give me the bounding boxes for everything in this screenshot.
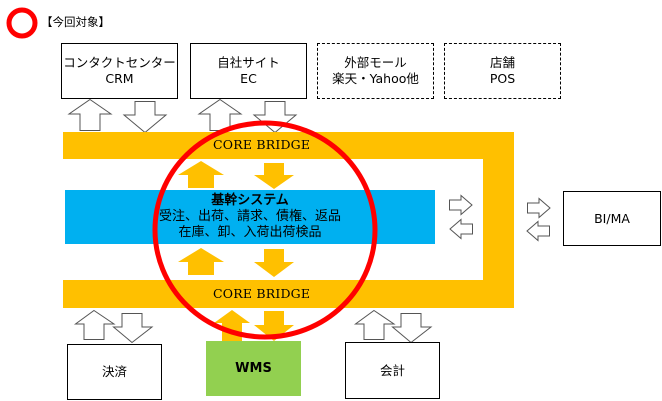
pos-line1: 店舗 bbox=[489, 55, 515, 70]
ec-line1: 自社サイト bbox=[217, 55, 280, 70]
core-system-title: 基幹システム bbox=[211, 193, 289, 208]
crm-line2: CRM bbox=[105, 71, 134, 86]
core-left-arrow-icon bbox=[449, 218, 473, 240]
crm-line1: コンタクトセンター bbox=[63, 55, 176, 70]
crm-box: コンタクトセンター CRM bbox=[61, 43, 178, 99]
accounting-up-arrow-icon bbox=[353, 309, 396, 340]
pos-line2: POS bbox=[489, 71, 516, 86]
core-system-line1: 受注、出荷、請求、債権、返品 bbox=[158, 209, 341, 224]
accounting-box: 会計 bbox=[345, 342, 440, 399]
bima-left-arrow-icon bbox=[526, 220, 550, 242]
payment-down-arrow-icon bbox=[112, 313, 154, 344]
payment-box: 決済 bbox=[67, 344, 162, 400]
core-down-arrow-lower-icon bbox=[254, 249, 294, 277]
crm-up-arrow-icon bbox=[67, 98, 113, 131]
ec-line2: EC bbox=[240, 71, 257, 86]
bima-right-arrow-icon bbox=[527, 197, 551, 219]
bima-label: BI/MA bbox=[594, 210, 630, 226]
mall-line2: 楽天・Yahoo他 bbox=[332, 71, 419, 86]
highlight-circle bbox=[152, 120, 378, 340]
core-up-arrow-upper-icon bbox=[178, 161, 224, 188]
core-bridge-right-bar bbox=[483, 132, 514, 308]
pos-box: 店舗 POS bbox=[444, 43, 561, 99]
legend-label: 【今回対象】 bbox=[41, 15, 110, 29]
bima-box: BI/MA bbox=[563, 191, 661, 246]
core-system-line2: 在庫、卸、入荷出荷検品 bbox=[178, 225, 322, 240]
accounting-label: 会計 bbox=[379, 362, 405, 378]
wms-down-arrow-icon bbox=[254, 311, 294, 341]
mall-line1: 外部モール bbox=[344, 55, 407, 70]
core-bridge-top-bar bbox=[63, 132, 514, 159]
core-bridge-bottom-bar bbox=[63, 280, 514, 308]
legend-circle-icon bbox=[6, 7, 38, 39]
core-bridge-top-label: CORE BRIDGE bbox=[213, 137, 311, 152]
wms-box: WMS bbox=[206, 341, 301, 396]
core-up-arrow-lower-icon bbox=[178, 248, 224, 275]
wms-label: WMS bbox=[235, 361, 272, 376]
payment-up-arrow-icon bbox=[73, 309, 116, 340]
crm-down-arrow-icon bbox=[122, 101, 168, 134]
accounting-down-arrow-icon bbox=[391, 313, 433, 344]
payment-label: 決済 bbox=[101, 364, 127, 379]
core-down-arrow-upper-icon bbox=[254, 163, 294, 189]
ec-box: 自社サイト EC bbox=[190, 43, 307, 99]
core-right-arrow-icon bbox=[449, 194, 473, 216]
mall-box: 外部モール 楽天・Yahoo他 bbox=[317, 43, 434, 99]
core-bridge-bottom-label: CORE BRIDGE bbox=[213, 286, 311, 301]
